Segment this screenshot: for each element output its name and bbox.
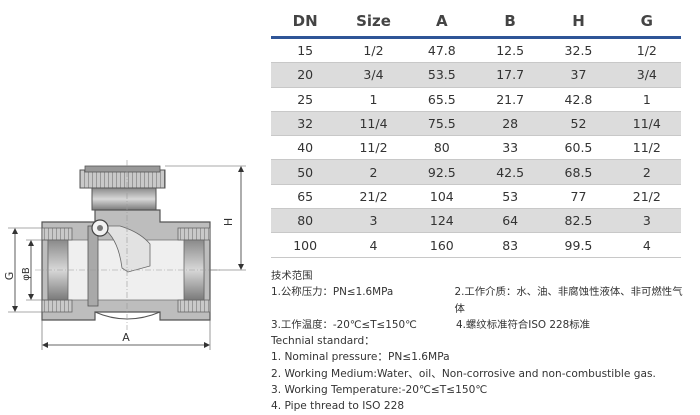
table-cell: 4 [339, 232, 408, 258]
table-cell: 4 [612, 232, 681, 258]
table-header-row: DN Size A B H G [271, 6, 681, 39]
dimension-label-g: G [3, 272, 16, 281]
dimension-phib: φB [21, 239, 48, 301]
table-cell: 21/2 [339, 184, 408, 210]
table-cell: 100 [271, 232, 340, 258]
table-cell: 40 [271, 135, 340, 161]
table-cell: 11/2 [612, 135, 681, 161]
dimension-g: G [3, 227, 42, 313]
table-cell: 33 [475, 135, 545, 161]
table-cell: 1 [612, 87, 681, 112]
table-cell: 15 [271, 37, 340, 64]
table-cell: 80 [271, 208, 340, 234]
table-cell: 99.5 [544, 232, 613, 258]
table-cell: 50 [271, 159, 340, 185]
table-row: 40 11/2 80 33 60.5 11/2 [271, 135, 681, 161]
table-cell: 11/4 [612, 111, 681, 137]
header-b: B [475, 6, 545, 39]
table-cell: 160 [407, 232, 476, 258]
table-cell: 11/2 [339, 135, 408, 161]
dimension-label-h: H [222, 218, 235, 226]
table-cell: 77 [544, 184, 613, 210]
table-cell: 17.7 [475, 62, 545, 88]
table-cell: 12.5 [475, 37, 545, 64]
table-cell: 124 [407, 208, 476, 234]
table-cell: 83 [475, 232, 545, 258]
table-row: 15 1/2 47.8 12.5 32.5 1/2 [271, 37, 681, 64]
table-cell: 3/4 [612, 62, 681, 88]
dimension-label-a: A [122, 331, 130, 344]
table-row: 50 2 92.5 42.5 68.5 2 [271, 159, 681, 185]
table-cell: 42.5 [475, 159, 545, 185]
table-cell: 1/2 [612, 37, 681, 64]
valve-body [41, 165, 211, 321]
table-cell: 82.5 [544, 208, 613, 234]
en-note-1: 1. Nominal pressure：PN≤1.6MPa [271, 351, 450, 364]
en-note-4: 4. Pipe thread to ISO 228 [271, 400, 405, 413]
table-cell: 32.5 [544, 37, 613, 64]
header-size: Size [339, 6, 408, 39]
table-cell: 104 [407, 184, 476, 210]
table-cell: 21.7 [475, 87, 545, 112]
header-a: A [407, 6, 476, 39]
table-cell: 80 [407, 135, 476, 161]
en-notes-title: Technial standard： [271, 335, 375, 348]
table-cell: 53 [475, 184, 545, 210]
table-cell: 64 [475, 208, 545, 234]
table-cell: 21/2 [612, 184, 681, 210]
cn-notes-row-1: 1.公称压力：PN≤1.6MPa 2.工作介质：水、油、非腐蚀性液体、非可燃性气… [271, 284, 691, 317]
table-cell: 60.5 [544, 135, 613, 161]
header-dn: DN [271, 6, 340, 39]
table-cell: 52 [544, 111, 613, 137]
table-cell: 28 [475, 111, 545, 137]
cn-notes-row-2: 3.工作温度：-20℃≤T≤150℃ 4.螺纹标准符合ISO 228标准 [271, 317, 691, 333]
cn-note-4: 4.螺纹标准符合ISO 228标准 [456, 318, 591, 331]
table-cell: 20 [271, 62, 340, 88]
table-cell: 75.5 [407, 111, 476, 137]
table-cell: 32 [271, 111, 340, 137]
dimension-label-phib: φB [21, 267, 32, 281]
cn-note-1: 1.公称压力：PN≤1.6MPa [271, 286, 394, 299]
table-cell: 65.5 [407, 87, 476, 112]
table-cell: 2 [339, 159, 408, 185]
dimension-a: A [41, 320, 211, 350]
table-cell: 42.8 [544, 87, 613, 112]
table-cell: 1 [339, 87, 408, 112]
table-cell: 1/2 [339, 37, 408, 64]
table-cell: 92.5 [407, 159, 476, 185]
valve-cross-section-drawing: H G φB A [3, 160, 246, 350]
cn-note-2: 2.工作介质：水、油、非腐蚀性液体、非可燃性气体 [454, 286, 683, 315]
table-row: 100 4 160 83 99.5 4 [271, 232, 681, 258]
table-cell: 37 [544, 62, 613, 88]
table-row: 65 21/2 104 53 77 21/2 [271, 184, 681, 210]
cn-note-3: 3.工作温度：-20℃≤T≤150℃ [271, 318, 417, 331]
cn-notes-title: 技术范围 [271, 270, 313, 282]
header-h: H [544, 6, 613, 39]
technical-notes: 技术范围 1.公称压力：PN≤1.6MPa 2.工作介质：水、油、非腐蚀性液体、… [271, 268, 691, 415]
table-row: 25 1 65.5 21.7 42.8 1 [271, 87, 681, 112]
en-note-2: 2. Working Medium:Water、oil、Non-corrosiv… [271, 367, 656, 380]
table-row: 80 3 124 64 82.5 3 [271, 208, 681, 234]
table-row: 20 3/4 53.5 17.7 37 3/4 [271, 62, 681, 88]
table-cell: 3 [612, 208, 681, 234]
dimensions-table: DN Size A B H G 15 1/2 47.8 12.5 32.5 1/… [271, 6, 681, 258]
table-cell: 2 [612, 159, 681, 185]
table-cell: 47.8 [407, 37, 476, 64]
dimension-h: H [165, 165, 246, 271]
en-note-3: 3. Working Temperature:-20℃≤T≤150℃ [271, 384, 488, 397]
table-cell: 3 [339, 208, 408, 234]
table-cell: 25 [271, 87, 340, 112]
table-cell: 68.5 [544, 159, 613, 185]
table-cell: 11/4 [339, 111, 408, 137]
header-g: G [612, 6, 681, 39]
table-cell: 53.5 [407, 62, 476, 88]
table-cell: 65 [271, 184, 340, 210]
table-row: 32 11/4 75.5 28 52 11/4 [271, 111, 681, 137]
table-cell: 3/4 [339, 62, 408, 88]
